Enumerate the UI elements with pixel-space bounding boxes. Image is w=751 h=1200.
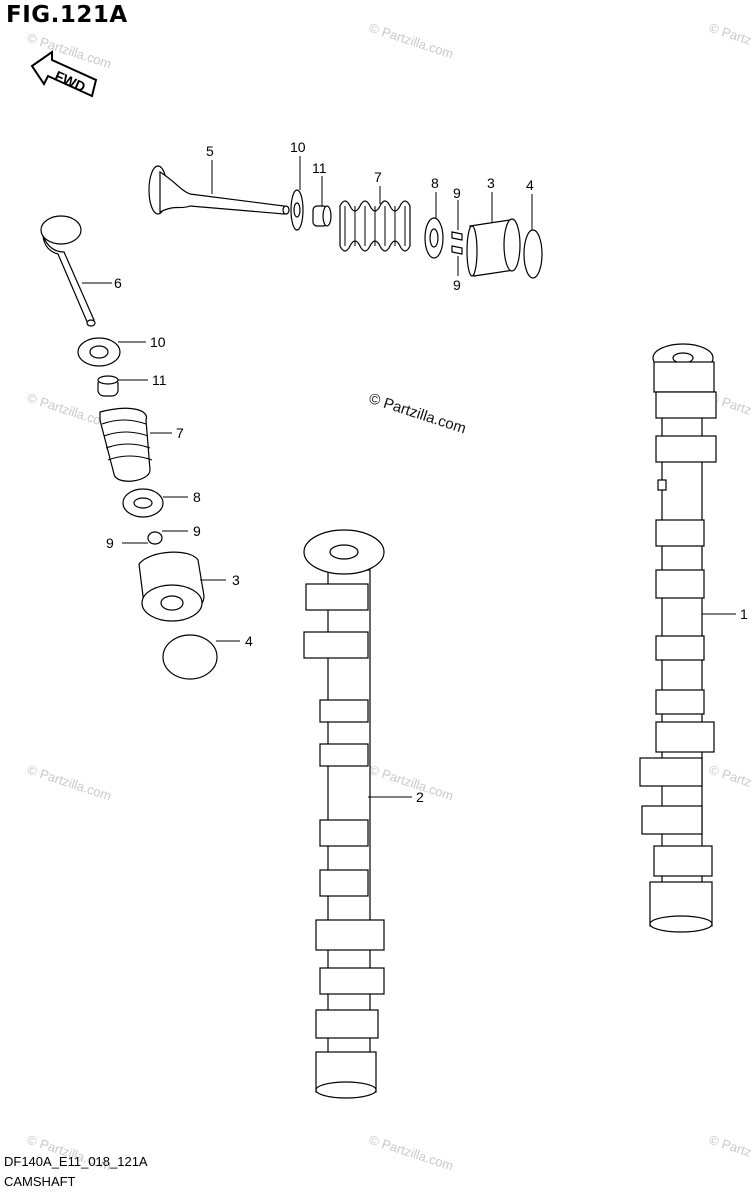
callout-10-top: 10 bbox=[290, 139, 306, 155]
callout-8-top: 8 bbox=[431, 175, 439, 191]
valve-cotter-9-left bbox=[147, 531, 163, 545]
callout-7-left: 7 bbox=[176, 425, 184, 441]
tappet-3-top bbox=[466, 218, 521, 277]
tappet-3-left bbox=[138, 551, 205, 622]
camshaft-1 bbox=[639, 343, 717, 933]
callout-numbers: 1 2 3 4 5 6 7 8 9 10 11 9 10 11 7 8 9 3 … bbox=[106, 139, 748, 805]
callout-3-left: 3 bbox=[232, 572, 240, 588]
figure-name: CAMSHAFT bbox=[4, 1174, 76, 1189]
valve-stem-seal-10-left bbox=[77, 337, 121, 367]
callout-1: 1 bbox=[740, 606, 748, 622]
callout-5: 5 bbox=[206, 143, 214, 159]
callout-9-left-lower: 9 bbox=[106, 535, 114, 551]
callout-2: 2 bbox=[416, 789, 424, 805]
callout-11-left: 11 bbox=[152, 372, 167, 388]
callout-9-top-upper: 9 bbox=[453, 185, 461, 201]
valve-spring-7-left bbox=[99, 407, 153, 482]
callout-4-left: 4 bbox=[245, 633, 253, 649]
callout-10-left: 10 bbox=[150, 334, 166, 350]
valve-part-5 bbox=[148, 165, 290, 215]
callout-7-top: 7 bbox=[374, 169, 382, 185]
spring-retainer-8 bbox=[424, 217, 444, 259]
callout-9-left-upper: 9 bbox=[193, 523, 201, 539]
callout-11-top: 11 bbox=[312, 160, 327, 176]
stem-seal-11-left bbox=[97, 375, 119, 397]
valve-cotter-9-top bbox=[451, 231, 463, 255]
callout-6: 6 bbox=[114, 275, 122, 291]
figure-code: DF140A_E11_018_121A bbox=[4, 1154, 148, 1169]
callout-9-top-lower: 9 bbox=[453, 277, 461, 293]
callout-8-left: 8 bbox=[193, 489, 201, 505]
valve-part-6 bbox=[40, 215, 96, 327]
spring-retainer-8-left bbox=[122, 488, 164, 518]
leader-lines bbox=[82, 156, 736, 798]
shim-4-left bbox=[162, 634, 218, 680]
callout-3-top: 3 bbox=[487, 175, 495, 191]
shim-4-top bbox=[523, 229, 543, 279]
valve-spring-7 bbox=[339, 200, 411, 252]
fwd-arrow-icon: FWD bbox=[30, 50, 98, 98]
figure-title: FIG.121A bbox=[6, 2, 128, 28]
callout-4-top: 4 bbox=[526, 177, 534, 193]
stem-seal-11 bbox=[312, 205, 332, 227]
camshaft-2 bbox=[303, 529, 385, 1099]
valve-stem-seal-10 bbox=[290, 189, 304, 231]
